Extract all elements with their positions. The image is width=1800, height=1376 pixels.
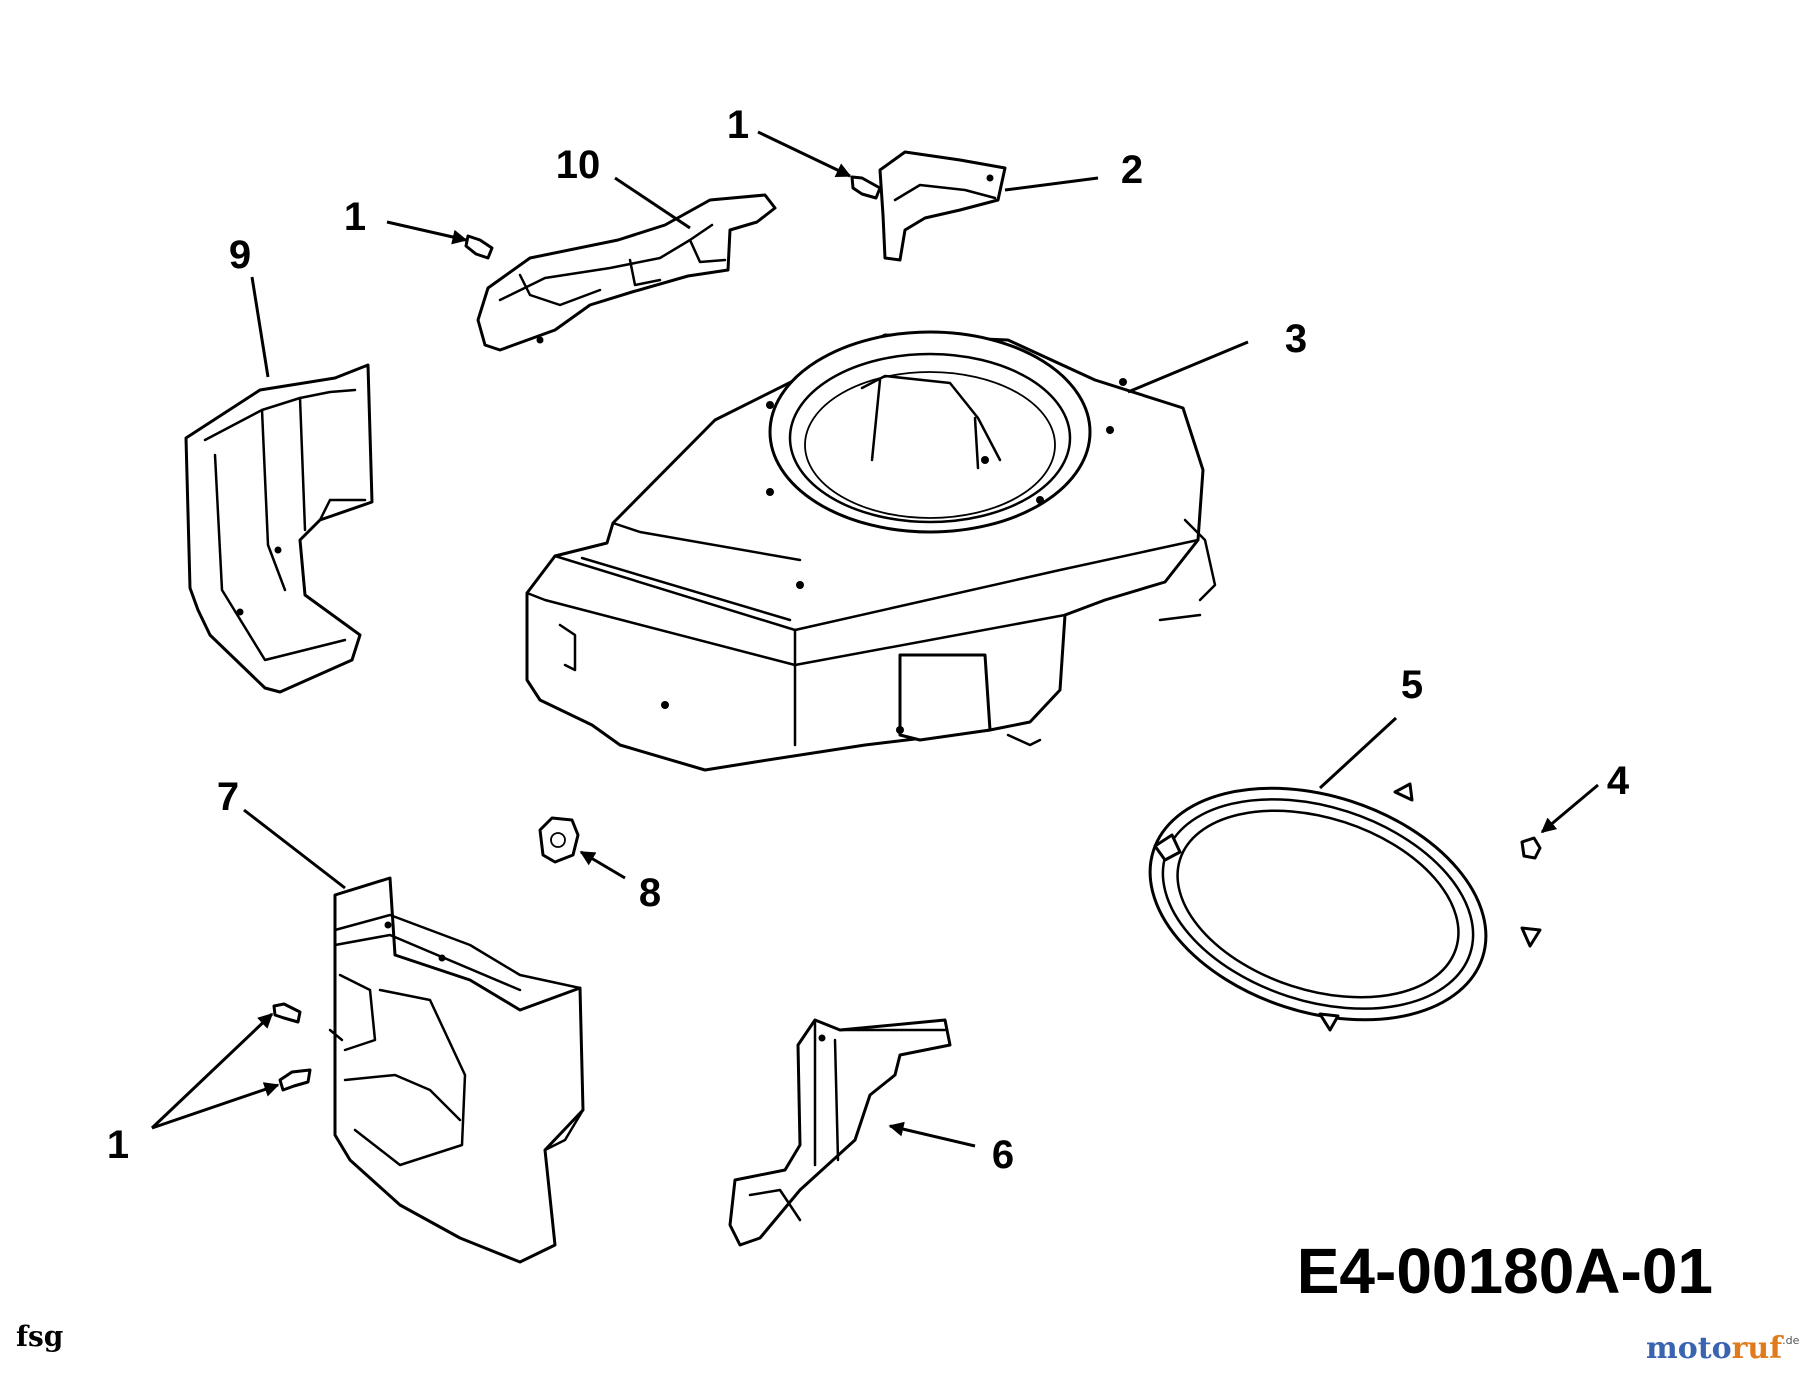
nut-part-4 — [1520, 836, 1542, 860]
callout-3: 3 — [1285, 317, 1307, 361]
brand-name: motoruf — [1646, 1331, 1784, 1366]
nut-part-8 — [538, 816, 580, 864]
blower-housing-part-3 — [525, 330, 1217, 772]
baffle-part-9 — [184, 363, 374, 694]
bracket-part-10 — [476, 193, 777, 352]
callout-1-top-center: 1 — [727, 103, 749, 147]
callout-1-top-left: 1 — [344, 195, 366, 239]
screws-part-1 — [272, 175, 882, 1092]
brand-suffix: .de — [1782, 1334, 1799, 1347]
callout-10: 10 — [556, 143, 601, 187]
baffle-part-7 — [328, 876, 585, 1264]
callout-5: 5 — [1401, 663, 1423, 707]
motoruf-watermark-logo: motoruf.de — [1646, 1331, 1800, 1366]
svg-text:motoruf.de: motoruf.de — [1646, 1331, 1800, 1366]
callout-7: 7 — [217, 775, 239, 819]
callout-6: 6 — [992, 1133, 1014, 1177]
leader-lines — [150, 130, 1599, 1148]
callout-2: 2 — [1121, 148, 1143, 192]
bracket-part-6 — [728, 1018, 952, 1247]
footer-code: fsg — [16, 1320, 63, 1353]
callout-8: 8 — [639, 871, 661, 915]
callout-9: 9 — [229, 233, 251, 277]
bracket-part-2 — [878, 150, 1007, 262]
callout-4: 4 — [1607, 759, 1630, 803]
callout-1-bottom-left: 1 — [107, 1123, 129, 1167]
drawing-number: E4-00180A-01 — [1297, 1235, 1713, 1307]
callout-labels: 1 10 1 2 3 9 5 4 7 8 6 1 — [107, 103, 1630, 1177]
gasket-part-5 — [1148, 782, 1542, 1032]
